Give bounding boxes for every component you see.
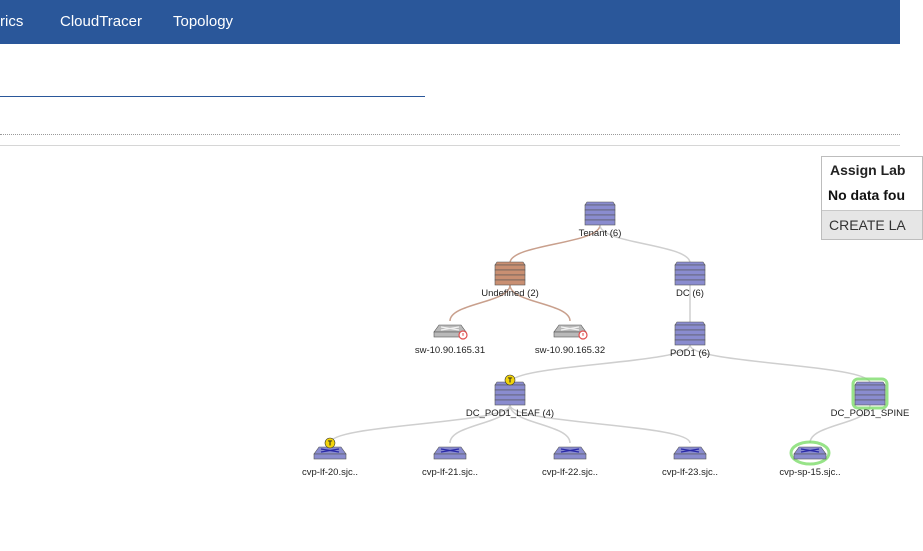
topology-link [449,404,511,444]
topology-node-sw32[interactable]: sw-10.90.165.32 [535,324,605,356]
node-label: DC_POD1_LEAF (4) [466,408,554,419]
topology-node-lf22[interactable]: cvp-lf-22.sjc.. [542,446,598,478]
node-label: cvp-lf-22.sjc.. [542,467,598,478]
topology-link [509,404,691,444]
create-label-button[interactable]: CREATE LA [822,210,922,239]
topology-node-sp15[interactable]: cvp-sp-15.sjc.. [779,440,841,478]
dotted-divider [0,134,900,135]
topology-node-spine[interactable]: DC_POD1_SPINE [831,377,910,419]
topology-node-undef[interactable]: Undefined (2) [481,261,539,299]
node-label: DC (6) [676,288,704,299]
topology-link [509,344,691,384]
topology-node-lf23[interactable]: cvp-lf-23.sjc.. [662,446,718,478]
topology-link [809,404,871,444]
topology-nodes: Tenant (6) Undefined (2) DC (6) sw-10.90.16… [302,201,910,478]
topology-node-lf21[interactable]: cvp-lf-21.sjc.. [422,446,478,478]
panel-title: Assign Lab [830,162,906,178]
svg-text:T: T [508,378,513,385]
node-label: sw-10.90.165.32 [535,345,605,356]
top-navbar: rics CloudTracer Topology [0,0,900,44]
topology-link [689,344,871,384]
topology-link [509,404,571,444]
svg-text:T: T [328,441,333,448]
node-label: sw-10.90.165.31 [415,345,485,356]
node-label: DC_POD1_SPINE [831,408,910,419]
topology-node-sw31[interactable]: sw-10.90.165.31 [415,324,485,356]
topology-node-tenant[interactable]: Tenant (6) [579,201,622,239]
node-label: cvp-lf-21.sjc.. [422,467,478,478]
node-label: cvp-sp-15.sjc.. [779,467,840,478]
nav-item-cloudtracer[interactable]: CloudTracer [60,13,142,30]
topology-link [599,224,691,264]
topology-link [509,224,601,264]
nav-item-topology[interactable]: Topology [173,13,234,30]
topology-node-pod1[interactable]: POD1 (6) [670,321,710,359]
section-divider [0,145,900,146]
no-data-message: No data fou [828,187,905,203]
node-label: cvp-lf-20.sjc.. [302,467,358,478]
node-label: Tenant (6) [579,228,622,239]
node-label: cvp-lf-23.sjc.. [662,467,718,478]
title-underline [0,96,425,97]
node-label: Undefined (2) [481,288,539,299]
node-label: POD1 (6) [670,348,710,359]
nav-item-metrics[interactable]: rics [0,13,24,30]
topology-node-leaf[interactable]: T DC_POD1_LEAF (4) [466,374,554,419]
topology-link [329,404,511,444]
topology-links [329,224,871,444]
topology-link [449,284,511,322]
topology-node-dc[interactable]: DC (6) [674,261,706,299]
topology-link [509,284,571,322]
assign-label-panel: Assign Lab No data fou CREATE LA [821,156,923,240]
